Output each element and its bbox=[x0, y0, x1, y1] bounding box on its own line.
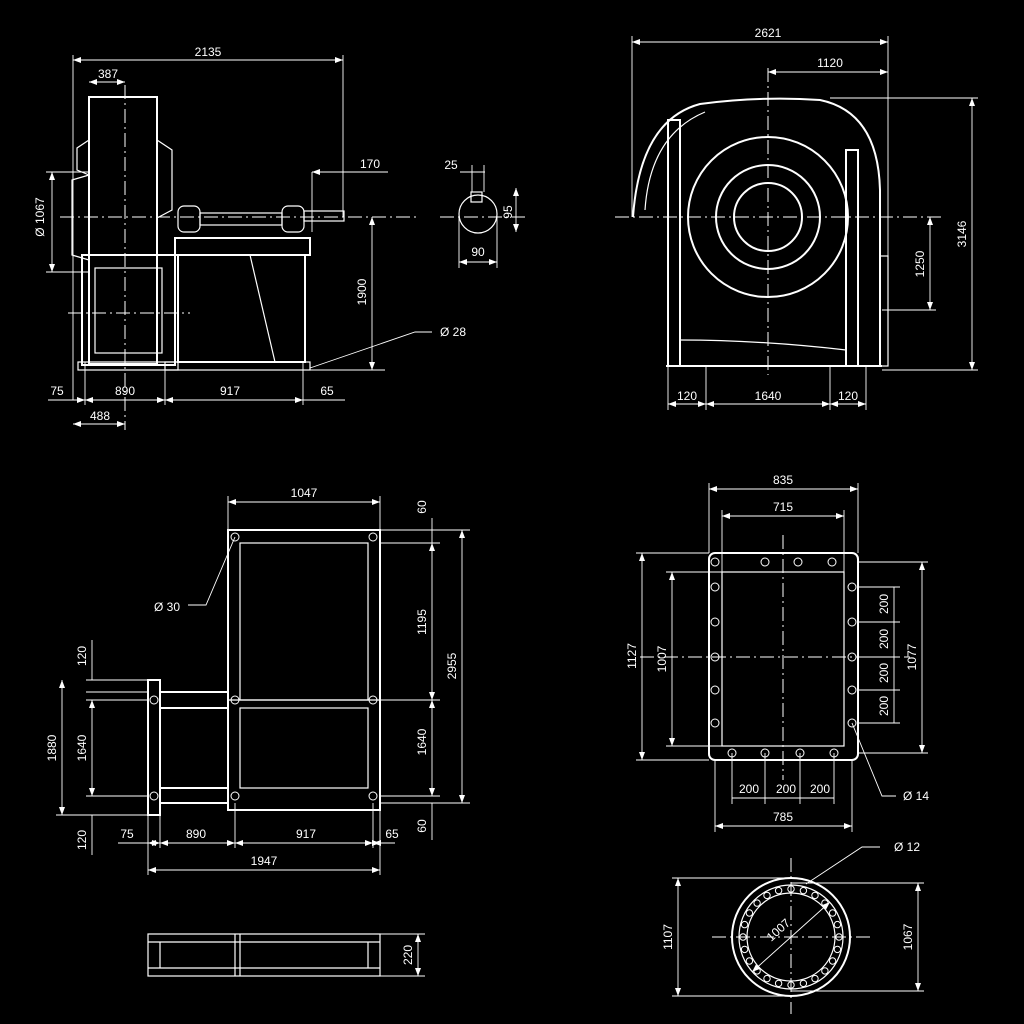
dim-2135: 2135 bbox=[195, 45, 222, 59]
round-flange-view: 1007 Ø 12 1107 1067 bbox=[661, 840, 924, 1014]
dim-120-left: 120 bbox=[677, 389, 697, 403]
dim-1640-right: 1640 bbox=[415, 728, 429, 755]
dim-25: 25 bbox=[444, 158, 458, 172]
dim-200-r2: 200 bbox=[877, 629, 891, 649]
plan-view: 1047 60 1195 2955 1640 60 Ø 30 120 1880 … bbox=[45, 486, 470, 875]
bolt-hole bbox=[774, 979, 783, 988]
dim-1107: 1107 bbox=[661, 924, 675, 950]
bolt-hole bbox=[799, 979, 808, 988]
dim-65-plan: 65 bbox=[385, 827, 399, 841]
dim-75: 75 bbox=[50, 384, 64, 398]
dim-1127: 1127 bbox=[625, 643, 639, 669]
dim-95: 95 bbox=[501, 205, 515, 219]
bolt-hole bbox=[835, 933, 843, 941]
dim-387: 387 bbox=[98, 67, 118, 81]
dim-715: 715 bbox=[773, 500, 793, 514]
bolt-hole bbox=[828, 957, 837, 965]
dim-dia14: Ø 14 bbox=[903, 789, 929, 803]
bolt-hole bbox=[739, 933, 747, 941]
dim-1007: 1007 bbox=[655, 645, 669, 672]
bolt-hole bbox=[753, 967, 761, 975]
dim-917: 917 bbox=[220, 384, 240, 398]
dim-1047: 1047 bbox=[291, 486, 318, 500]
dim-round-1067: 1067 bbox=[901, 923, 915, 950]
dim-200-r4: 200 bbox=[877, 696, 891, 716]
dim-835: 835 bbox=[773, 473, 793, 487]
dim-2621: 2621 bbox=[755, 26, 782, 40]
bolt-hole bbox=[763, 974, 771, 983]
bolt-hole bbox=[763, 891, 771, 900]
bolt-hole bbox=[828, 909, 837, 917]
dim-65: 65 bbox=[320, 384, 334, 398]
bolt-hole bbox=[745, 957, 754, 965]
bolt-hole bbox=[811, 974, 819, 983]
dim-dia28: Ø 28 bbox=[440, 325, 466, 339]
dim-120-top: 120 bbox=[75, 646, 89, 666]
dim-1120: 1120 bbox=[817, 56, 843, 70]
dim-785: 785 bbox=[773, 810, 793, 824]
dim-120-right: 120 bbox=[838, 389, 858, 403]
dim-200-b2: 200 bbox=[776, 782, 796, 796]
dim-488: 488 bbox=[90, 409, 110, 423]
bolt-hole bbox=[821, 967, 829, 975]
bolt-hole bbox=[799, 886, 808, 895]
dim-1900: 1900 bbox=[355, 278, 369, 305]
dim-200-b3: 200 bbox=[810, 782, 830, 796]
bolt-hole bbox=[833, 920, 842, 929]
dim-90: 90 bbox=[471, 245, 485, 259]
dim-1640: 1640 bbox=[755, 389, 782, 403]
dim-round-1007: 1007 bbox=[764, 916, 793, 944]
side-view: 2135 387 170 25 95 90 Ø 1067 1900 Ø 28 bbox=[33, 45, 525, 430]
dim-2955: 2955 bbox=[445, 652, 459, 679]
dim-60-bottom: 60 bbox=[415, 819, 429, 833]
dim-1195: 1195 bbox=[415, 609, 429, 635]
dim-220: 220 bbox=[401, 945, 415, 965]
dim-890: 890 bbox=[115, 384, 135, 398]
dim-1250: 1250 bbox=[913, 250, 927, 277]
dim-120-bottom: 120 bbox=[75, 830, 89, 850]
dim-60-top: 60 bbox=[415, 500, 429, 514]
dim-75-plan: 75 bbox=[120, 827, 134, 841]
dim-917-plan: 917 bbox=[296, 827, 316, 841]
bolt-hole bbox=[740, 945, 749, 954]
dim-200-b1: 200 bbox=[739, 782, 759, 796]
bolt-hole bbox=[787, 981, 795, 989]
dim-170: 170 bbox=[360, 157, 380, 171]
dim-200-r3: 200 bbox=[877, 663, 891, 683]
dim-dia30: Ø 30 bbox=[154, 600, 180, 614]
dim-3146: 3146 bbox=[955, 220, 969, 247]
front-view: 2621 1120 3146 1250 120 1640 120 bbox=[615, 26, 978, 410]
dim-1880: 1880 bbox=[45, 734, 59, 761]
dim-1077: 1077 bbox=[905, 643, 919, 670]
bolt-hole bbox=[811, 891, 819, 900]
bolt-hole bbox=[740, 920, 749, 929]
dim-200-r1: 200 bbox=[877, 594, 891, 614]
dim-dia12: Ø 12 bbox=[894, 840, 920, 854]
base-section-view: 220 bbox=[147, 933, 425, 977]
dim-dia1067: Ø 1067 bbox=[33, 197, 47, 237]
rectangular-flange-view: 835 715 1127 1007 1077 200 200 200 200 2… bbox=[625, 473, 929, 832]
round-flange-bolt-holes bbox=[739, 885, 843, 989]
bolt-hole bbox=[774, 886, 783, 895]
dim-1947: 1947 bbox=[251, 854, 278, 868]
bolt-hole bbox=[821, 899, 829, 907]
bolt-hole bbox=[833, 945, 842, 954]
dim-1640-left: 1640 bbox=[75, 734, 89, 761]
bolt-hole bbox=[745, 909, 754, 917]
bolt-hole bbox=[787, 885, 795, 893]
dim-890-plan: 890 bbox=[186, 827, 206, 841]
bolt-hole bbox=[753, 899, 761, 907]
